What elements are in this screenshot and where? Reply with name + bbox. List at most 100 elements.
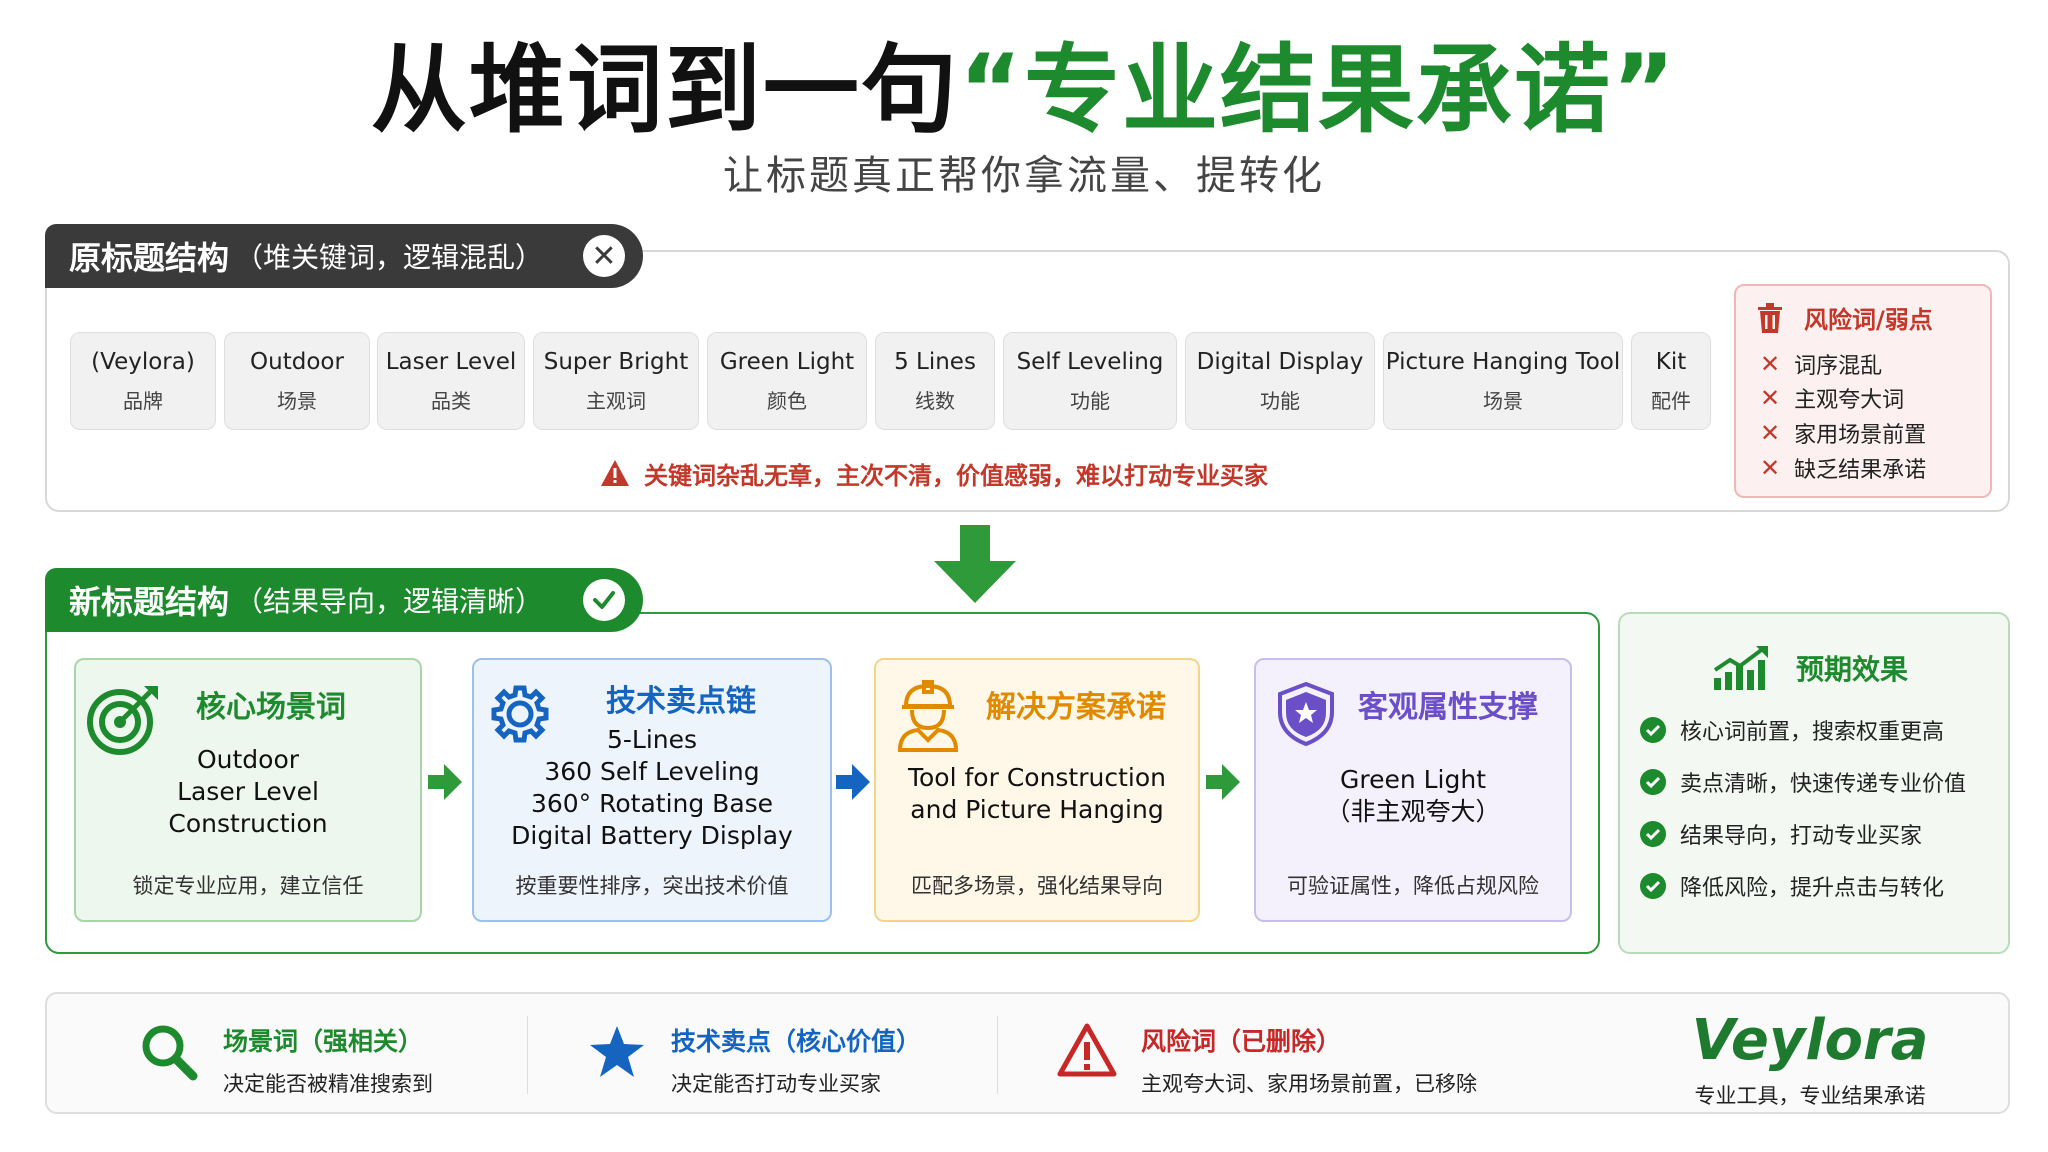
effects-title: 预期效果 [1796, 653, 1909, 686]
trash-icon [1758, 302, 1782, 333]
card-foot: 匹配多场景，强化结果导向 [911, 874, 1163, 898]
page-subtitle: 让标题真正帮你拿流量、提转化 [723, 153, 1325, 199]
risk-item-text: 家用场景前置 [1794, 423, 1927, 448]
keyword-chip: 5 Lines 线数 [875, 332, 995, 430]
card-line: Construction [168, 809, 328, 838]
brand-logo: Veylora [1691, 1008, 1929, 1073]
card-line: Outdoor [196, 745, 300, 774]
close-icon: ✕ [583, 235, 625, 277]
right-arrow-icon [428, 764, 462, 800]
legend-item-scene: 场景词（强相关） 决定能否被精准搜索到 [139, 1022, 433, 1098]
x-icon: ✕ [1760, 384, 1781, 412]
card-line: Green Light [1339, 765, 1487, 794]
legend-title: 场景词（强相关） [223, 1027, 424, 1056]
risk-item: ✕ 词序混乱 [1760, 348, 1882, 380]
keyword-name: Laser Level [385, 349, 517, 375]
keyword-name: Picture Hanging Tool [1385, 349, 1621, 375]
keyword-chip: Green Light 颜色 [707, 332, 867, 430]
warning-message: 关键词杂乱无章，主次不清，价值感弱，难以打动专业买家 [600, 456, 1360, 490]
keyword-chip: Kit 配件 [1631, 332, 1711, 430]
old-structure-title: 原标题结构 [69, 239, 230, 277]
check-circle-icon [1640, 717, 1666, 743]
keyword-tag: 场景 [1483, 389, 1523, 413]
old-structure-note: （堆关键词，逻辑混乱） [235, 241, 544, 274]
keyword-name: Green Light [719, 349, 855, 375]
keyword-chip: Digital Display 功能 [1185, 332, 1375, 430]
legend-title: 风险词（已删除） [1141, 1027, 1342, 1056]
keyword-tag: 颜色 [767, 389, 807, 413]
keyword-tag: 主观词 [586, 389, 646, 413]
legend-bar: 场景词（强相关） 决定能否被精准搜索到 技术卖点（核心价值） 决定能否打动专业买… [45, 992, 2010, 1114]
check-circle-icon [1640, 873, 1666, 899]
target-icon [87, 686, 158, 755]
legend-item-tech: 技术卖点（核心价值） 决定能否打动专业买家 [587, 1022, 921, 1098]
card-line: Tool for Construction [907, 763, 1166, 792]
warning-text: 关键词杂乱无章，主次不清，价值感弱，难以打动专业买家 [644, 461, 1268, 490]
card-foot: 按重要性排序，突出技术价值 [515, 874, 789, 898]
card-body: Tool for Construction and Picture Hangin… [876, 762, 1198, 826]
risk-item: ✕ 缺乏结果承诺 [1760, 452, 1926, 484]
keyword-tag: 品类 [431, 389, 471, 413]
right-arrow-icon [1206, 764, 1240, 800]
star-icon [590, 1026, 644, 1077]
keyword-name: Super Bright [543, 349, 689, 375]
effect-item: 降低风险，提升点击与转化 [1640, 870, 1944, 902]
card-title: 技术卖点链 [606, 684, 756, 719]
search-icon [142, 1025, 198, 1081]
growth-chart-icon [1713, 646, 1768, 690]
card-line: Digital Battery Display [511, 821, 793, 850]
card-body: 5-Lines 360 Self Leveling 360° Rotating … [474, 724, 830, 852]
legend-desc: 决定能否被精准搜索到 [223, 1072, 433, 1096]
legend-item-risk: 风险词（已删除） 主观夸大词、家用场景前置，已移除 [1057, 1022, 1477, 1098]
keyword-tag: 品牌 [123, 389, 163, 413]
legend-divider [527, 1016, 528, 1094]
risk-header: 风险词/弱点 [1756, 300, 1933, 335]
keyword-chip: Outdoor 场景 [224, 332, 370, 430]
risk-title: 风险词/弱点 [1804, 306, 1933, 334]
keyword-name: Digital Display [1196, 349, 1364, 375]
risk-box: 风险词/弱点 ✕ 词序混乱 ✕主观夸大词 ✕ 家用场景前置 ✕ 缺乏结果承诺 [1734, 284, 1992, 498]
card-objective-attributes: 客观属性支撑 Green Light （非主观夸大） 可验证属性，降低占规风险 [1254, 658, 1572, 922]
effect-text: 核心词前置，搜索权重更高 [1680, 720, 1945, 745]
card-tech-selling-points: 技术卖点链 5-Lines 360 Self Leveling 360° Rot… [472, 658, 832, 922]
keyword-tag: 功能 [1070, 389, 1110, 413]
title-prefix: 从堆词到一句 [370, 34, 959, 146]
x-icon: ✕ [1760, 419, 1781, 447]
warning-icon [1057, 1023, 1117, 1077]
card-body: Green Light （非主观夸大） [1256, 764, 1570, 828]
shield-star-icon [1278, 682, 1334, 746]
title-highlight: “专业结果承诺” [958, 34, 1678, 146]
risk-item-text: 词序混乱 [1794, 354, 1883, 379]
keyword-chip: Self Leveling 功能 [1003, 332, 1177, 430]
gear-icon [491, 685, 549, 743]
page-title: 从堆词到一句“专业结果承诺” [0, 30, 2048, 150]
card-body: Outdoor Laser Level Construction [76, 744, 420, 840]
card-title: 客观属性支撑 [1358, 690, 1538, 725]
keyword-chip: (Veylora) 品牌 [70, 332, 216, 430]
risk-item-text: 缺乏结果承诺 [1794, 458, 1927, 483]
risk-item: ✕ 家用场景前置 [1760, 417, 1926, 449]
effect-text: 卖点清晰，快速传递专业价值 [1680, 772, 1967, 797]
card-core-scene: 核心场景词 Outdoor Laser Level Construction 锁… [74, 658, 422, 922]
expected-effects-box: 预期效果 核心词前置，搜索权重更高 卖点清晰，快速传递专业价值 结果导向，打动专… [1618, 612, 2010, 954]
effect-text: 结果导向，打动专业买家 [1680, 824, 1923, 849]
effects-header: 预期效果 [1712, 644, 1908, 692]
card-title: 解决方案承诺 [986, 690, 1166, 725]
card-foot: 可验证属性，降低占规风险 [1287, 874, 1539, 898]
check-circle-icon [1640, 821, 1666, 847]
legend-desc: 决定能否打动专业买家 [671, 1072, 881, 1096]
effect-item: 核心词前置，搜索权重更高 [1640, 714, 1944, 746]
keyword-tag: 配件 [1651, 389, 1691, 413]
down-arrow-icon [934, 525, 1016, 603]
check-icon [583, 579, 625, 621]
card-foot: 锁定专业应用，建立信任 [132, 874, 364, 898]
old-structure-tab: 原标题结构 （堆关键词，逻辑混乱） ✕ [45, 224, 643, 288]
effect-item: 结果导向，打动专业买家 [1640, 818, 1922, 850]
card-line: （非主观夸大） [1325, 797, 1501, 826]
keyword-tag: 线数 [915, 389, 955, 413]
risk-item: ✕主观夸大词 [1760, 382, 1904, 414]
x-icon: ✕ [1760, 350, 1781, 378]
card-solution-promise: 解决方案承诺 Tool for Construction and Picture… [874, 658, 1200, 922]
x-icon: ✕ [1760, 454, 1781, 482]
card-line: 360 Self Leveling [544, 757, 760, 786]
